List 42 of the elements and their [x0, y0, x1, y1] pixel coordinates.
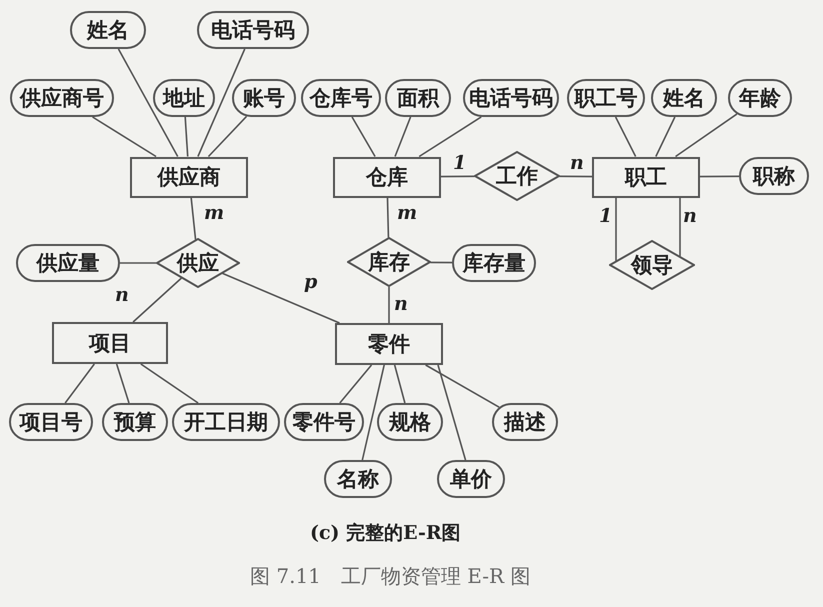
connector-line [120, 262, 156, 264]
connector-line [700, 175, 739, 178]
figure-caption: 图 7.11 工厂物资管理 E-R 图 [250, 563, 530, 590]
connector-line [208, 116, 248, 158]
connector-line [351, 116, 376, 157]
connector-line [118, 48, 178, 157]
connector-line [418, 116, 482, 158]
connector-line [614, 116, 636, 157]
relationship-diamond: 工作 [474, 151, 560, 201]
relationship-diamond: 供应 [156, 238, 240, 288]
relationship-diamond: 领导 [609, 240, 695, 290]
connector-line [675, 113, 738, 158]
connector-line [615, 198, 617, 261]
connector-line [116, 364, 130, 404]
connector-line [184, 116, 188, 157]
connector-line [441, 176, 475, 178]
connector-line [132, 278, 182, 323]
connector-line [140, 363, 199, 404]
connector-line [388, 287, 390, 323]
connector-line [437, 364, 466, 460]
connector-line [559, 176, 592, 178]
connector-line [386, 197, 390, 238]
connector-line [190, 197, 196, 240]
subfigure-label: (c) 完整的E-R图 [310, 521, 461, 546]
connector-line [430, 262, 452, 264]
entity-box: 项目 [52, 322, 168, 364]
connector-line [394, 116, 412, 157]
entity-box: 供应商 [130, 156, 248, 198]
connector-line [362, 364, 385, 460]
entity-box: 零件 [335, 323, 443, 365]
connector-line [655, 116, 676, 157]
connector-line [339, 364, 372, 404]
connector-line [679, 198, 681, 256]
entity-box: 职工 [592, 156, 700, 198]
connector-line [64, 364, 95, 404]
connector-line [197, 48, 246, 157]
relationship-diamond: 库存 [347, 237, 431, 287]
entity-box: 仓库 [333, 156, 441, 198]
connector-line [92, 116, 156, 158]
connector-line [394, 364, 406, 404]
connector-line [425, 364, 500, 408]
connector-line [222, 272, 340, 324]
